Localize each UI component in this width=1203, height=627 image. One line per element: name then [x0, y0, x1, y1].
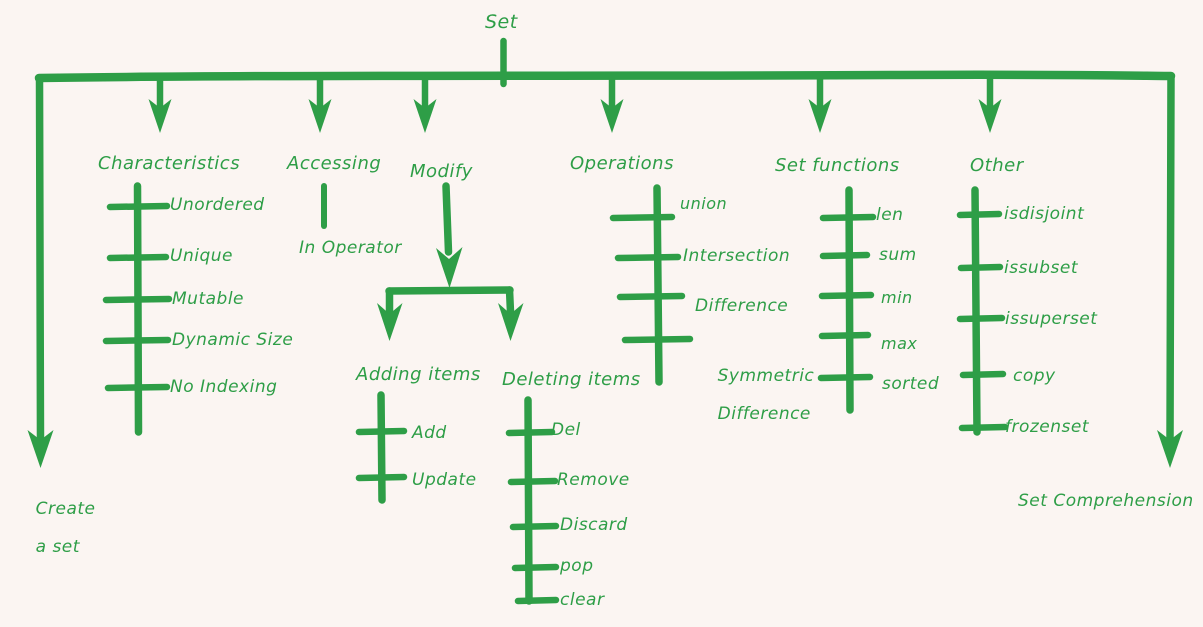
leaf-copy[interactable]: copy [1013, 366, 1056, 386]
characteristics-spine [102, 182, 173, 436]
leaf-sum[interactable]: sum [879, 245, 917, 265]
branch-label-characteristics[interactable]: Characteristics [98, 153, 241, 174]
branch-set-functions-connector [808, 72, 832, 133]
operations-spine [609, 184, 694, 386]
adding-items-spine [355, 391, 408, 504]
leaf-remove[interactable]: Remove [557, 470, 630, 490]
branch-accessing-connector [308, 75, 332, 133]
deleting-items-spine [505, 396, 560, 605]
leaf-unordered[interactable]: Unordered [170, 195, 265, 215]
branch-create-a-set-connector [27, 74, 54, 468]
modify-fork-connector [377, 182, 524, 341]
leaf-unique[interactable]: Unique [170, 246, 233, 266]
leaf-issuperset[interactable]: issuperset [1005, 309, 1098, 329]
leaf-symmetric-difference-line1: Symmetric [717, 366, 815, 387]
branch-label-modify[interactable]: Modify [410, 161, 473, 182]
leaf-union[interactable]: union [680, 194, 728, 213]
leaf-issubset[interactable]: issubset [1004, 258, 1078, 278]
other-spine [956, 186, 1009, 436]
leaf-frozenset[interactable]: frozenset [1005, 417, 1090, 437]
root-label[interactable]: Set [485, 11, 518, 33]
branch-label-accessing[interactable]: Accessing [287, 153, 382, 174]
leaf-pop[interactable]: pop [560, 556, 594, 576]
leaf-del[interactable]: Del [551, 420, 581, 440]
branch-label-other[interactable]: Other [970, 155, 1024, 176]
leaf-sorted[interactable]: sorted [882, 374, 940, 394]
branch-set-comprehension-connector [1157, 72, 1183, 468]
branch-operations-connector [600, 74, 624, 133]
branch-other-connector [978, 71, 1002, 133]
leaf-min[interactable]: min [881, 288, 913, 307]
branch-label-set-functions[interactable]: Set functions [775, 155, 900, 176]
set-functions-spine [817, 186, 877, 414]
terminal-create-a-set-line1: Create [35, 499, 96, 520]
terminal-create-a-set-line2: a set [35, 537, 80, 558]
branch-label-adding-items[interactable]: Adding items [356, 364, 481, 385]
leaf-max[interactable]: max [881, 334, 918, 353]
leaf-in-operator[interactable]: In Operator [299, 238, 402, 258]
leaf-intersection[interactable]: Intersection [683, 246, 791, 266]
leaf-clear[interactable]: clear [560, 590, 605, 610]
leaf-mutable[interactable]: Mutable [172, 289, 244, 309]
leaf-discard[interactable]: Discard [560, 515, 628, 535]
main-bus [34, 70, 1176, 83]
terminal-set-comprehension[interactable]: Set Comprehension [1018, 491, 1194, 511]
leaf-isdisjoint[interactable]: isdisjoint [1004, 204, 1085, 224]
leaf-no-indexing[interactable]: No Indexing [170, 377, 278, 397]
leaf-symmetric-difference[interactable]: Symmetric Difference [694, 348, 814, 443]
branch-label-operations[interactable]: Operations [570, 153, 674, 174]
branch-label-deleting-items[interactable]: Deleting items [502, 369, 641, 390]
leaf-len[interactable]: len [876, 205, 904, 225]
leaf-difference[interactable]: Difference [695, 296, 789, 316]
branch-modify-connector [413, 75, 437, 133]
leaf-symmetric-difference-line2: Difference [717, 404, 811, 425]
leaf-update[interactable]: Update [412, 470, 477, 490]
branch-characteristics-connector [148, 76, 172, 133]
terminal-create-a-set[interactable]: Create a set [12, 481, 96, 576]
leaf-dynamic-size[interactable]: Dynamic Size [172, 330, 294, 350]
leaf-add[interactable]: Add [412, 423, 447, 443]
